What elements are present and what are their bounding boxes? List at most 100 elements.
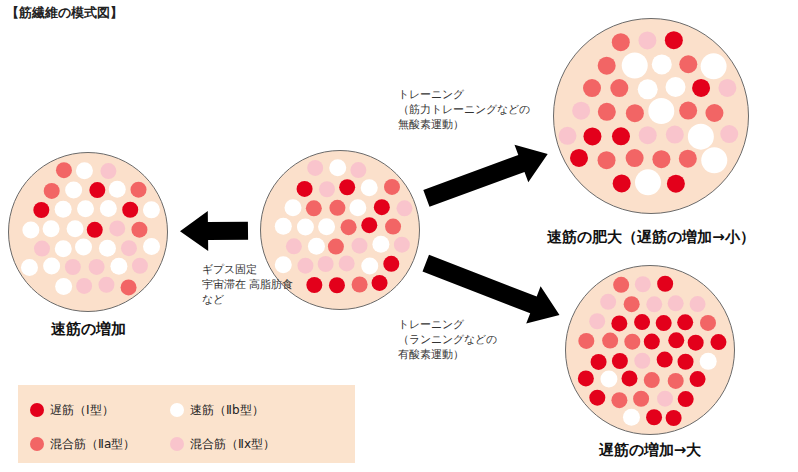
fiber-dot xyxy=(374,199,390,215)
fiber-dot xyxy=(306,277,322,293)
fiber-dot xyxy=(55,201,72,218)
fiber-dot xyxy=(33,202,49,218)
fiber-dot xyxy=(598,151,616,169)
fiber-dot xyxy=(589,313,605,329)
fiber-dot xyxy=(570,149,588,167)
fiber-dot xyxy=(718,79,736,97)
fiber-dot xyxy=(613,174,631,192)
fiber-dot xyxy=(644,372,660,388)
legend-text: 混合筋（Ⅱx型） xyxy=(190,436,275,453)
fiber-dot xyxy=(100,163,116,179)
fiber-dot xyxy=(384,179,400,195)
fiber-dot xyxy=(308,238,325,255)
fiber-dot xyxy=(624,296,640,312)
fiber-dot xyxy=(22,222,39,239)
fiber-dot xyxy=(318,256,334,272)
fiber-dot xyxy=(656,315,672,331)
fiber-dot xyxy=(21,259,38,276)
fiber-dot xyxy=(668,295,684,311)
fiber-dot xyxy=(644,334,660,350)
fiber-dot xyxy=(679,102,697,120)
legend-swatch xyxy=(170,403,184,417)
fiber-dot xyxy=(394,237,410,253)
legend-swatch xyxy=(30,437,44,451)
fiber-dot xyxy=(638,31,656,49)
fiber-dot xyxy=(143,238,160,255)
fiber-dot xyxy=(76,162,93,179)
fiber-dot xyxy=(297,258,313,274)
fiber-dot xyxy=(329,277,345,293)
fiber-dot xyxy=(89,182,105,198)
fiber-dot xyxy=(572,102,590,120)
fiber-dot xyxy=(275,256,292,273)
fiber-dot xyxy=(329,159,346,176)
fiber-dot xyxy=(297,219,314,236)
fiber-dot xyxy=(307,160,323,176)
fiber-dot xyxy=(688,335,704,351)
fiber-dot xyxy=(668,332,684,348)
fiber-dot xyxy=(657,276,673,292)
fiber-dot xyxy=(372,275,388,291)
muscle-fiber-circle: 速筋の増加 xyxy=(8,152,168,312)
fiber-dot xyxy=(121,279,137,295)
fiber-dot xyxy=(121,240,137,256)
fiber-dot xyxy=(352,238,368,254)
fiber-dot xyxy=(678,391,694,407)
fiber-dot xyxy=(361,217,377,233)
fiber-dot xyxy=(297,181,313,197)
fiber-dot xyxy=(638,79,658,99)
fiber-dot xyxy=(668,373,684,389)
legend-swatch xyxy=(30,403,44,417)
fiber-dot xyxy=(666,77,686,97)
fiber-dot xyxy=(634,353,650,369)
fiber-dot xyxy=(383,256,399,272)
fiber-dot xyxy=(666,410,682,426)
fiber-dot xyxy=(349,199,366,216)
legend-text: 速筋（Ⅱb型） xyxy=(190,402,264,419)
fiber-dot xyxy=(578,333,594,349)
legend-panel xyxy=(18,385,355,463)
fiber-dot xyxy=(583,79,601,97)
fiber-dot xyxy=(385,219,401,235)
fiber-dot xyxy=(602,333,618,349)
fiber-dot xyxy=(43,258,60,275)
fiber-dot xyxy=(626,104,644,122)
fiber-dot xyxy=(657,352,673,368)
fiber-dot xyxy=(55,240,72,257)
fiber-dot xyxy=(679,55,697,73)
fiber-dot xyxy=(623,409,640,426)
muscle-fiber-circle: 遅筋の増加→大 xyxy=(565,265,735,435)
fiber-dot xyxy=(109,181,126,198)
fiber-dot xyxy=(701,53,727,79)
fiber-dot xyxy=(690,296,706,312)
fiber-dot xyxy=(612,353,628,369)
fiber-dot xyxy=(56,162,72,178)
edge-label: ギプス固定 宇宙滞在 高脂肪食 など xyxy=(202,263,298,308)
fiber-dot xyxy=(665,31,683,49)
fiber-dot xyxy=(622,52,648,78)
fiber-dot xyxy=(598,103,616,121)
fiber-dot xyxy=(657,391,673,407)
fiber-dot xyxy=(646,409,662,425)
fiber-dot xyxy=(396,200,412,216)
fiber-dot xyxy=(710,334,726,350)
fiber-dot xyxy=(598,57,616,75)
fiber-dot xyxy=(612,127,630,145)
fiber-illustration xyxy=(8,152,168,312)
fiber-outline xyxy=(9,153,168,312)
node-caption: 速筋の肥大（遅筋の増加→小） xyxy=(547,228,755,247)
fiber-dot xyxy=(678,354,694,370)
fiber-dot xyxy=(611,315,627,331)
fiber-dot xyxy=(648,98,674,124)
fiber-dot xyxy=(99,240,116,257)
fiber-dot xyxy=(700,315,716,331)
fiber-dot xyxy=(67,220,84,237)
fiber-dot xyxy=(89,259,105,275)
fiber-dot xyxy=(610,79,628,97)
fiber-dot xyxy=(306,200,322,216)
fiber-dot xyxy=(55,278,72,295)
fiber-dot xyxy=(624,334,640,350)
fiber-dot xyxy=(666,126,684,144)
fiber-illustration xyxy=(553,18,749,214)
fiber-dot xyxy=(122,202,138,218)
